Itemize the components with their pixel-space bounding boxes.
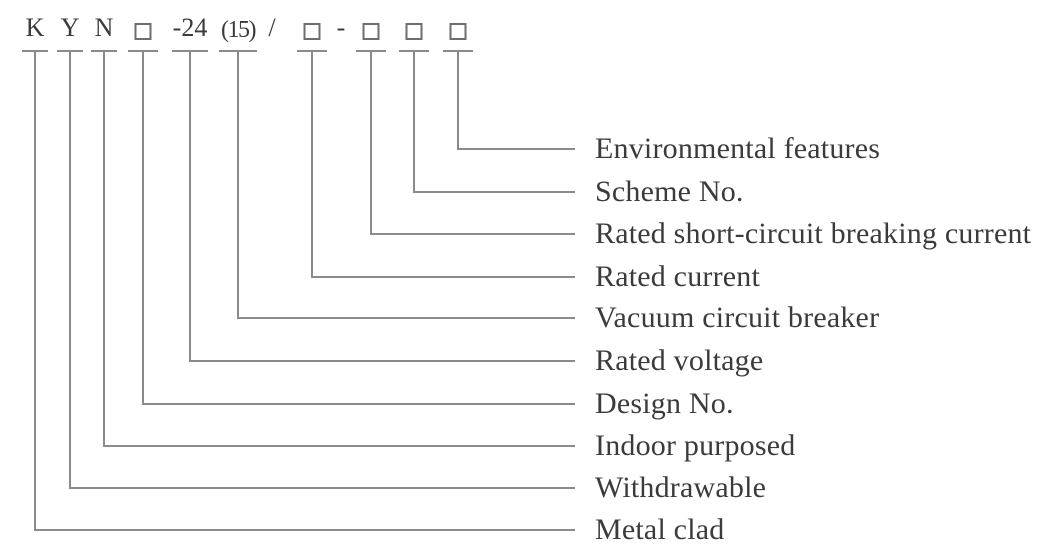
connector-horizontal-withdrawable — [69, 487, 575, 489]
label-metal-clad: Metal clad — [595, 513, 725, 546]
underline-design-no — [128, 50, 158, 52]
code-symbol-metal-clad: K — [25, 13, 45, 42]
connector-horizontal-environmental-features — [457, 148, 575, 150]
connector-horizontal-indoor-purposed — [103, 445, 575, 447]
underline-metal-clad — [22, 50, 48, 52]
label-scheme-no: Scheme No. — [595, 175, 744, 208]
underline-scheme-no — [399, 50, 429, 52]
connector-horizontal-rated-short-circuit-breaking-current — [370, 233, 575, 235]
code-symbol-indoor-purposed: N — [94, 13, 114, 42]
connector-vertical-withdrawable — [69, 52, 71, 489]
label-vacuum-circuit-breaker: Vacuum circuit breaker — [595, 301, 880, 334]
underline-environmental-features — [443, 50, 473, 52]
connector-horizontal-rated-voltage — [189, 360, 575, 362]
label-design-no: Design No. — [595, 387, 734, 420]
connector-horizontal-design-no — [142, 403, 575, 405]
code-symbol-vacuum-circuit-breaker: (15) — [221, 17, 256, 43]
underline-rated-voltage — [172, 50, 208, 52]
code-box-scheme-no — [405, 23, 423, 40]
connector-horizontal-metal-clad — [34, 529, 575, 531]
code-box-rated-current — [303, 23, 321, 40]
connector-horizontal-scheme-no — [413, 191, 575, 193]
connector-vertical-rated-short-circuit-breaking-current — [370, 52, 372, 235]
label-rated-current: Rated current — [595, 260, 761, 293]
code-separator-slash: / — [268, 13, 276, 42]
connector-horizontal-vacuum-circuit-breaker — [237, 317, 575, 319]
connector-vertical-scheme-no — [413, 52, 415, 193]
connector-horizontal-rated-current — [311, 276, 575, 278]
underline-withdrawable — [57, 50, 83, 52]
label-indoor-purposed: Indoor purposed — [595, 429, 796, 462]
code-box-environmental-features — [449, 23, 467, 40]
code-box-rated-short-circuit-breaking-current — [362, 23, 380, 40]
connector-vertical-rated-voltage — [189, 52, 191, 362]
code-separator-dash: - — [336, 13, 346, 42]
label-withdrawable: Withdrawable — [595, 471, 767, 504]
label-rated-short-circuit-breaking-current: Rated short-circuit breaking current — [595, 217, 1032, 250]
connector-vertical-design-no — [142, 52, 144, 405]
label-environmental-features: Environmental features — [595, 132, 881, 165]
connector-vertical-vacuum-circuit-breaker — [237, 52, 239, 319]
code-symbol-withdrawable: Y — [60, 13, 80, 42]
connector-vertical-metal-clad — [34, 52, 36, 531]
underline-rated-current — [297, 50, 327, 52]
label-rated-voltage: Rated voltage — [595, 344, 764, 377]
underline-rated-short-circuit-breaking-current — [356, 50, 386, 52]
code-box-design-no — [134, 23, 152, 40]
connector-vertical-environmental-features — [457, 52, 459, 150]
code-symbol-rated-voltage: -24 — [172, 13, 208, 42]
underline-vacuum-circuit-breaker — [219, 50, 257, 52]
underline-indoor-purposed — [91, 50, 117, 52]
connector-vertical-indoor-purposed — [103, 52, 105, 447]
connector-vertical-rated-current — [311, 52, 313, 278]
